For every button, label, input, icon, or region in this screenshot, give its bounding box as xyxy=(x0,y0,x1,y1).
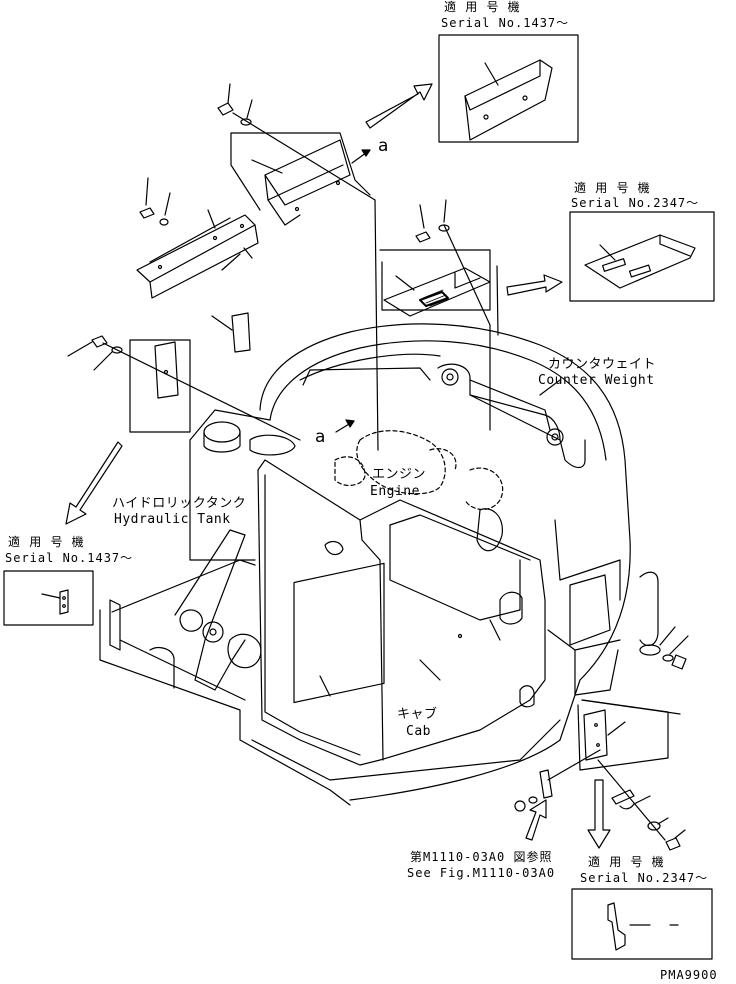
leader-lines xyxy=(319,379,561,697)
see-fig-hinge-parts xyxy=(514,749,601,812)
bottom-right-callout-jp-title: 適 用 号 機 xyxy=(588,855,665,869)
angle-bracket-left xyxy=(136,177,259,299)
small-bracket-left xyxy=(67,335,301,441)
counterweight-label-jp: カウンタウェイト xyxy=(548,357,657,372)
top-callout-serial: Serial No.1437～ xyxy=(441,16,570,30)
see-fig-label-jp: 第M1110-03A0 図参照 xyxy=(410,850,553,864)
arrow-to-upper-right-callout xyxy=(506,274,563,296)
callout-box-left xyxy=(3,570,94,626)
hydraulic-tank-label-jp: ハイドロリックタンク xyxy=(112,496,247,511)
reference-a-upper: a xyxy=(378,136,389,156)
engine-label-en: Engine xyxy=(370,484,420,499)
plate-with-mesh xyxy=(379,199,499,431)
arrow-to-top-callout xyxy=(365,83,433,129)
callout-box-top xyxy=(438,34,579,143)
arrow-to-left-callout xyxy=(65,441,123,525)
cab-label-jp: キャブ xyxy=(397,707,438,722)
engine-label-jp: エンジン xyxy=(372,467,427,482)
callout-box-upper-right xyxy=(569,211,715,302)
upper-right-callout-serial: Serial No.2347～ xyxy=(571,196,700,210)
upper-right-callout-jp-title: 適 用 号 機 xyxy=(574,181,651,195)
bottom-right-callout-bracket-part xyxy=(607,902,679,951)
left-callout-jp-title: 適 用 号 機 xyxy=(8,535,85,549)
bottom-right-callout-serial: Serial No.2347～ xyxy=(580,871,709,885)
arrow-ref-a-upper xyxy=(351,149,371,164)
callout-box-bottom-right xyxy=(571,888,713,960)
hydraulic-tank-label-en: Hydraulic Tank xyxy=(114,512,231,527)
top-callout-cover-part xyxy=(464,59,553,141)
left-callout-serial: Serial No.1437～ xyxy=(5,551,134,565)
cab-label-en: Cab xyxy=(406,724,431,739)
counterweight-label-en: Counter Weight xyxy=(538,373,655,388)
upper-cover-bracket xyxy=(217,83,379,451)
upper-right-callout-plate-part xyxy=(584,234,696,289)
reference-a-lower: a xyxy=(315,427,326,447)
drawing-code: PMA9900 xyxy=(660,968,718,982)
machine-body xyxy=(99,323,689,806)
top-callout-jp-title: 適 用 号 機 xyxy=(444,0,521,14)
arrow-ref-a-lower xyxy=(335,419,355,433)
arrow-see-fig xyxy=(525,799,547,841)
arrow-to-bottom-right-callout xyxy=(587,779,611,849)
lower-right-bracket xyxy=(577,699,686,851)
see-fig-label-en: See Fig.M1110-03A0 xyxy=(407,866,556,880)
left-callout-bracket-part xyxy=(41,589,69,615)
rubber-pad xyxy=(211,312,251,353)
